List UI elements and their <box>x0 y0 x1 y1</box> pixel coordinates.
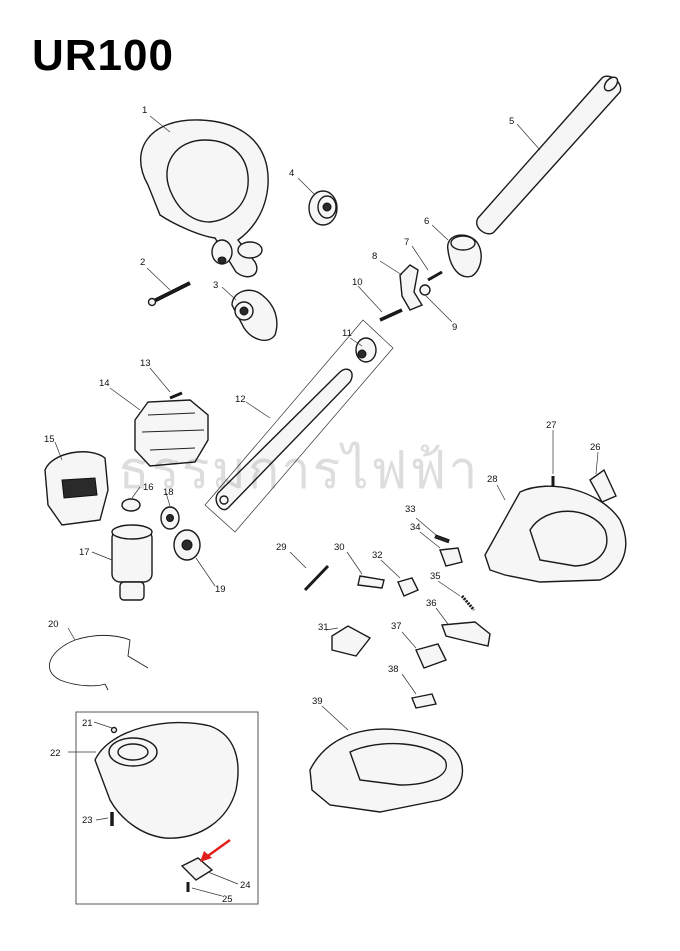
part-controller <box>331 625 372 657</box>
part-label-26 <box>589 468 617 503</box>
part-blade-24 <box>180 857 214 881</box>
label-part-22: 22 <box>50 748 61 759</box>
label-part-2: 2 <box>140 257 145 268</box>
label-part-18: 18 <box>163 487 174 498</box>
label-part-9: 9 <box>452 322 457 333</box>
label-part-8: 8 <box>372 251 377 262</box>
part-pad <box>121 498 141 512</box>
part-lower-tube <box>204 319 394 533</box>
part-pin-33 <box>434 534 450 544</box>
label-part-19: 19 <box>215 584 226 595</box>
label-part-10: 10 <box>352 277 363 288</box>
part-rear-grip <box>309 728 464 813</box>
label-part-11: 11 <box>342 328 352 339</box>
part-motor <box>111 524 153 601</box>
part-bolt-10 <box>379 308 403 322</box>
part-gear <box>173 529 201 561</box>
label-part-20: 20 <box>48 619 59 630</box>
part-rear-housing <box>484 485 627 583</box>
part-tag-38 <box>411 693 437 709</box>
part-labels: 1 2 3 4 5 6 7 8 9 10 11 12 13 14 15 16 1… <box>44 105 601 905</box>
label-part-32: 32 <box>372 550 383 561</box>
part-shaft-tube <box>476 75 622 235</box>
label-part-24: 24 <box>240 880 251 891</box>
diagram-title: UR100 <box>32 31 174 80</box>
part-pin-29 <box>303 564 330 592</box>
label-part-27: 27 <box>546 420 557 431</box>
label-part-13: 13 <box>140 358 151 369</box>
label-part-12: 12 <box>235 394 246 405</box>
label-part-4: 4 <box>289 168 294 179</box>
part-housing-cover <box>44 451 109 526</box>
label-part-26: 26 <box>590 442 601 453</box>
part-trigger <box>441 621 491 647</box>
label-part-33: 33 <box>405 504 416 515</box>
part-bearing <box>160 506 180 530</box>
label-part-28: 28 <box>487 474 498 485</box>
part-guard <box>94 721 239 839</box>
label-part-31: 31 <box>318 622 329 633</box>
label-part-30: 30 <box>334 542 345 553</box>
label-part-25: 25 <box>222 894 233 905</box>
part-spring <box>419 284 431 296</box>
label-part-34: 34 <box>410 522 421 533</box>
part-wire-guard <box>48 634 149 691</box>
part-bracket-30 <box>357 575 385 589</box>
label-part-36: 36 <box>426 598 437 609</box>
label-part-6: 6 <box>424 216 429 227</box>
label-part-7: 7 <box>404 237 409 248</box>
label-part-15: 15 <box>44 434 55 445</box>
part-lock-34 <box>439 547 463 567</box>
part-lever <box>399 264 424 311</box>
part-knob-nut <box>308 190 338 226</box>
part-spring-35 <box>460 595 476 611</box>
watermark: ธรรมการไฟฟ้า <box>118 441 480 501</box>
part-loop-handle <box>139 119 269 278</box>
label-part-37: 37 <box>391 621 402 632</box>
label-part-16: 16 <box>143 482 154 493</box>
label-part-38: 38 <box>388 664 399 675</box>
label-part-23: 23 <box>82 815 93 826</box>
label-part-35: 35 <box>430 571 441 582</box>
part-plate-37 <box>415 643 447 669</box>
part-screw-21 <box>110 726 118 734</box>
red-arrow-icon <box>200 838 231 862</box>
label-part-14: 14 <box>99 378 110 389</box>
part-handle-clamp <box>231 289 278 342</box>
label-part-5: 5 <box>509 116 514 127</box>
label-part-21: 21 <box>82 718 93 729</box>
label-part-3: 3 <box>213 280 218 291</box>
part-motor-housing <box>134 399 209 467</box>
leader-lines <box>54 115 599 897</box>
label-part-29: 29 <box>276 542 287 553</box>
part-bolt <box>147 281 191 307</box>
part-coupler <box>447 234 482 278</box>
guard-assembly-box <box>75 711 259 905</box>
part-screw-13 <box>169 391 183 400</box>
part-switch-32 <box>397 577 419 597</box>
part-screw-7 <box>427 270 443 282</box>
part-end-plug <box>355 337 377 363</box>
label-part-17: 17 <box>79 547 90 558</box>
label-part-39: 39 <box>312 696 323 707</box>
label-part-1: 1 <box>142 105 147 116</box>
